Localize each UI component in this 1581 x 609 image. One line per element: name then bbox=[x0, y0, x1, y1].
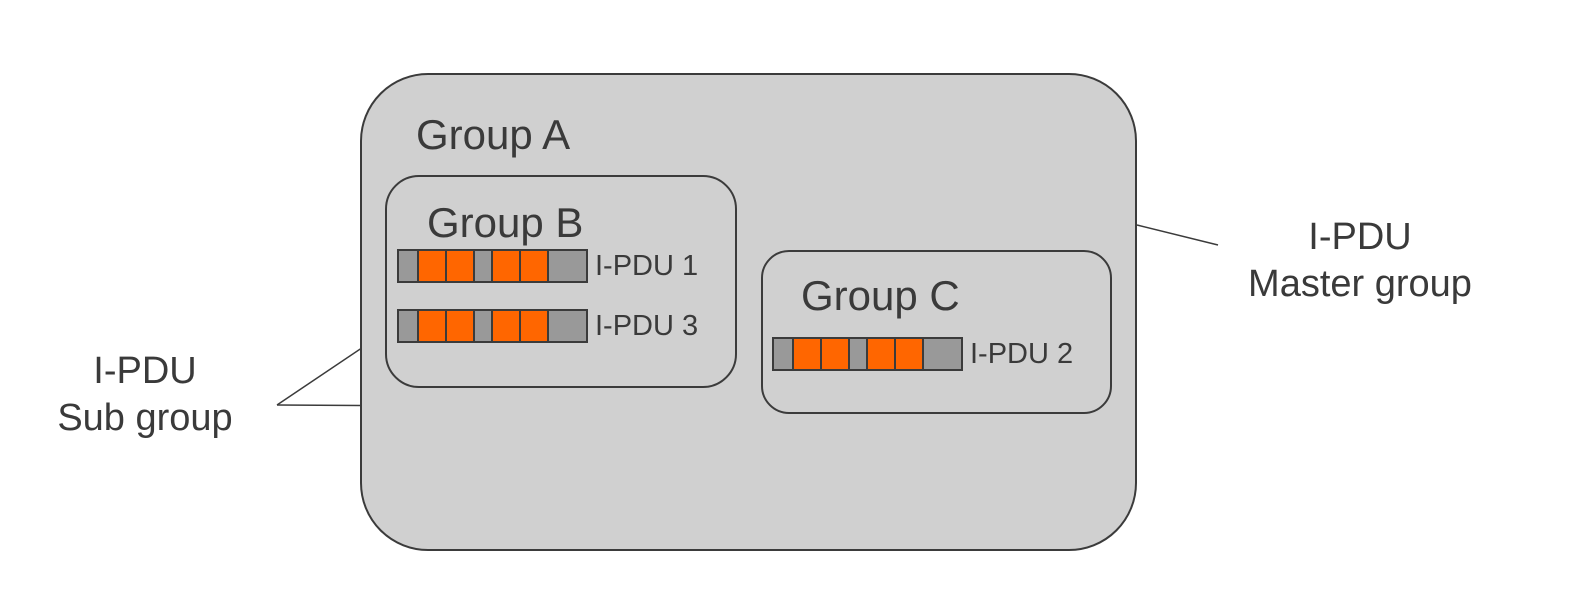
signal-cell-active bbox=[896, 339, 924, 369]
pdu-3: I-PDU 3 bbox=[397, 309, 698, 343]
signal-cell-unused bbox=[475, 251, 493, 281]
pdu-1-label: I-PDU 1 bbox=[595, 249, 699, 282]
pdu-1-bar bbox=[397, 249, 588, 283]
master-group-callout: I-PDU Master group bbox=[1225, 214, 1495, 308]
sub-group-callout: I-PDU Sub group bbox=[40, 348, 250, 442]
master-callout-line2: Master group bbox=[1248, 263, 1472, 305]
signal-cell-unused bbox=[399, 311, 419, 341]
sub-callout-line1: I-PDU bbox=[93, 350, 197, 392]
signal-cell-unused bbox=[549, 251, 586, 281]
group-a-title: Group A bbox=[416, 111, 571, 158]
signal-cell-active bbox=[447, 311, 475, 341]
group-c-box: Group C bbox=[761, 250, 1112, 414]
group-b-title: Group B bbox=[427, 199, 584, 246]
signal-cell-unused bbox=[924, 339, 961, 369]
signal-cell-active bbox=[493, 311, 521, 341]
pdu-3-label: I-PDU 3 bbox=[595, 309, 699, 342]
signal-cell-unused bbox=[850, 339, 868, 369]
signal-cell-active bbox=[447, 251, 475, 281]
sub-callout-line2: Sub group bbox=[57, 397, 233, 439]
signal-cell-active bbox=[521, 311, 549, 341]
pdu-2-label: I-PDU 2 bbox=[970, 337, 1074, 370]
group-c-title: Group C bbox=[801, 272, 960, 319]
signal-cell-active bbox=[419, 251, 447, 281]
signal-cell-active bbox=[493, 251, 521, 281]
signal-cell-active bbox=[521, 251, 549, 281]
pdu-2-bar bbox=[772, 337, 963, 371]
signal-cell-unused bbox=[549, 311, 586, 341]
signal-cell-unused bbox=[475, 311, 493, 341]
master-leader-line bbox=[1136, 224, 1219, 246]
signal-cell-active bbox=[868, 339, 896, 369]
signal-cell-unused bbox=[774, 339, 794, 369]
master-callout-line1: I-PDU bbox=[1308, 216, 1412, 258]
pdu-2: I-PDU 2 bbox=[772, 337, 1073, 371]
signal-cell-unused bbox=[399, 251, 419, 281]
pdu-1: I-PDU 1 bbox=[397, 249, 698, 283]
signal-cell-active bbox=[822, 339, 850, 369]
pdu-3-bar bbox=[397, 309, 588, 343]
signal-cell-active bbox=[794, 339, 822, 369]
signal-cell-active bbox=[419, 311, 447, 341]
